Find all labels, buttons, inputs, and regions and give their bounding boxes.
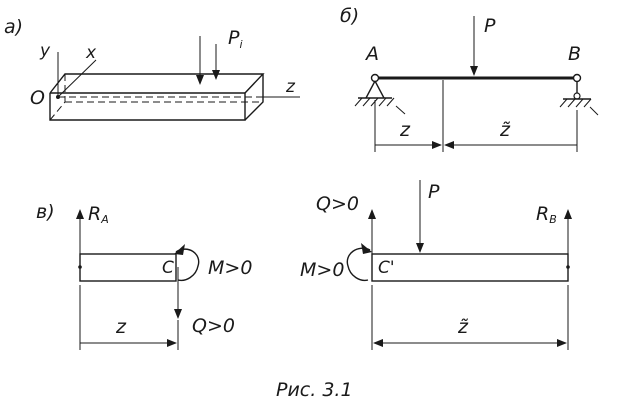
- dim-left-label: z: [115, 316, 127, 338]
- moment-left-label: M>0: [208, 257, 252, 279]
- support-a-label: A: [364, 43, 379, 65]
- reaction-a-label: RA: [88, 203, 109, 226]
- support-b-label: B: [568, 43, 581, 65]
- bar-box: [49, 73, 300, 121]
- panel-v: в) RA C M>0 Q>0 z: [36, 201, 252, 350]
- ground-tick-1: [395, 105, 406, 115]
- moment-left-arrowhead: [174, 244, 185, 255]
- panel-a: а) y x O z Pi: [4, 16, 300, 121]
- bar-top-face: [49, 73, 265, 94]
- force-p-right-label: P: [428, 181, 440, 203]
- ground-tick-2: [589, 106, 599, 116]
- shear-right-label: Q>0: [316, 193, 359, 215]
- force-pi-label: Pi: [228, 27, 243, 51]
- axis-x-label: x: [85, 43, 97, 63]
- axis-x-line: [57, 59, 97, 98]
- section-c-label: C: [162, 258, 174, 278]
- origin-point: [56, 95, 60, 99]
- section-cprime-label: C': [378, 258, 395, 278]
- dim-right-label: z̃: [457, 316, 469, 338]
- support-a: [354, 73, 395, 107]
- dim-ztilde-label: z̃: [499, 119, 511, 141]
- moment-right-arc: [346, 247, 371, 282]
- force-p-label: P: [484, 15, 496, 37]
- panel-v-label: в): [36, 201, 55, 223]
- right-segment-bar: [371, 253, 569, 282]
- moment-right-arrowhead: [361, 243, 372, 254]
- panel-a-label: а): [4, 16, 23, 38]
- axis-y-label: y: [39, 41, 51, 61]
- panel-b: б) A B P: [340, 5, 599, 152]
- dim-z-label: z: [399, 119, 411, 141]
- bar-right-face: [244, 74, 264, 121]
- shear-left-label: Q>0: [192, 315, 235, 337]
- support-b: [559, 73, 592, 108]
- hidden-edge-diagonal: [49, 101, 66, 121]
- origin-label: O: [30, 87, 45, 109]
- figure-caption: Рис. 3.1: [276, 379, 353, 401]
- axis-z-label: z: [285, 77, 296, 97]
- moment-left-arc: [175, 248, 200, 282]
- panel-b-label: б): [340, 5, 359, 27]
- reaction-b-label: RB: [536, 203, 557, 226]
- moment-right-label: M>0: [300, 259, 344, 281]
- panel-right: Q>0 P RB M>0 C' z̃: [300, 180, 572, 350]
